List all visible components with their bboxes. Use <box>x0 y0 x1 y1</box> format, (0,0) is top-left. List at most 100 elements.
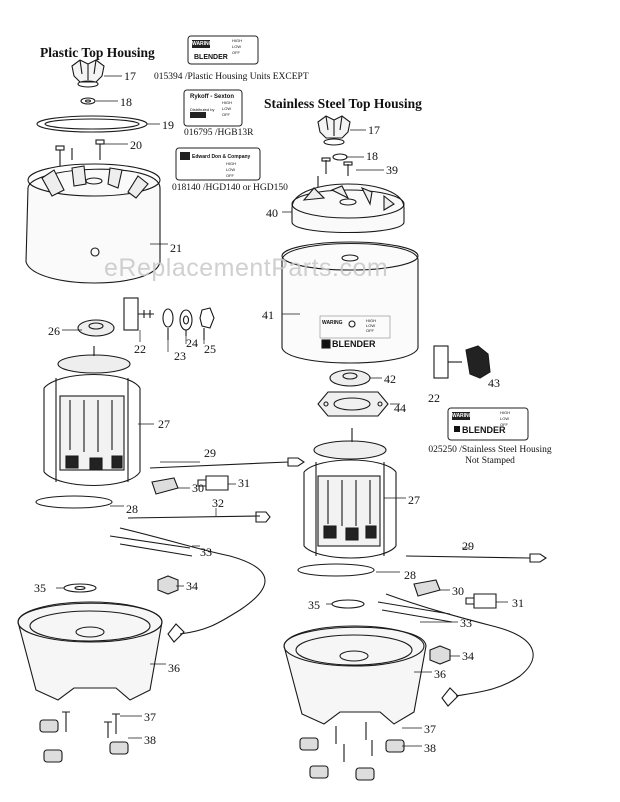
plate-025250-frame <box>447 407 529 441</box>
top-adapter-40 <box>291 183 405 234</box>
label-31-right: 31 <box>512 596 524 610</box>
label-37-right: 37 <box>424 722 436 736</box>
caption-016795: 016795 /HGB13R <box>184 128 254 138</box>
plate-025250-brand: WARING <box>452 413 473 419</box>
label-19: 19 <box>162 118 174 132</box>
label-28-left: 28 <box>126 502 138 516</box>
label-34-left: 34 <box>186 579 198 593</box>
bearing-42 <box>329 369 371 387</box>
base-plate-28-left <box>35 495 113 509</box>
wire-29-right <box>405 553 547 563</box>
label-44: 44 <box>394 401 406 415</box>
label-30-left: 30 <box>192 481 204 495</box>
label-43: 43 <box>488 376 500 390</box>
washer-35-left <box>63 583 97 593</box>
label-24: 24 <box>186 336 198 350</box>
label-26: 26 <box>48 324 60 338</box>
washer-35-right <box>331 599 365 609</box>
plastic-housing-21 <box>25 163 161 284</box>
drive-coupling-17-right <box>317 115 351 146</box>
label-23: 23 <box>174 349 186 363</box>
cord-33-left <box>109 527 266 635</box>
label-35-left: 35 <box>34 581 46 595</box>
base-36-right <box>283 625 427 725</box>
plate-018140-frame <box>175 147 261 181</box>
plug-right <box>441 687 459 707</box>
heading-stainless-top-housing: Stainless Steel Top Housing <box>264 96 422 111</box>
bulb-31-left <box>197 475 229 491</box>
plate-025250-model: BLENDER <box>462 425 506 435</box>
label-36-right: 36 <box>434 667 446 681</box>
label-29-right: 29 <box>462 539 474 553</box>
bearing-26-left <box>77 319 115 337</box>
bushing-34-right <box>429 645 451 665</box>
wire-nut-30-right <box>413 579 441 597</box>
washer-18-left <box>80 97 96 105</box>
label-28-right: 28 <box>404 568 416 582</box>
drive-coupling-17-left <box>71 59 105 88</box>
heading-plastic-top-housing: Plastic Top Housing <box>40 45 155 60</box>
feet-38-right <box>299 722 405 781</box>
label-20: 20 <box>130 138 142 152</box>
plate-016795-frame <box>183 89 243 127</box>
plate-018140-logo <box>180 152 190 160</box>
label-32: 32 <box>212 496 224 510</box>
label-39: 39 <box>386 163 398 177</box>
stainless-housing-41 <box>281 241 419 364</box>
label-22-left: 22 <box>134 342 146 356</box>
wire-32 <box>127 511 271 523</box>
mount-plate-44 <box>317 391 389 417</box>
label-18-right: 18 <box>366 149 378 163</box>
label-35-right: 35 <box>308 598 320 612</box>
screws-20 <box>55 139 105 166</box>
plate-018140-brand: Edward Don & Company <box>192 154 251 160</box>
label-17-right: 17 <box>368 123 380 137</box>
label-31-left: 31 <box>238 476 250 490</box>
label-29-left: 29 <box>204 446 216 460</box>
plate-025250-logo <box>452 412 470 420</box>
housing-41-brand: WARING <box>322 320 343 326</box>
bushing-34-left <box>157 575 179 595</box>
label-37-left: 37 <box>144 710 156 724</box>
plate-015394-model: BLENDER <box>194 54 228 61</box>
motor-27-right <box>303 428 397 559</box>
label-21: 21 <box>170 241 182 255</box>
feet-38-left <box>39 711 129 763</box>
gasket-19 <box>36 115 148 133</box>
plate-015394-frame <box>187 35 259 65</box>
washer-18-right <box>332 153 348 161</box>
caption-015394: 015394 /Plastic Housing Units EXCEPT <box>154 72 309 82</box>
switch-22-right <box>433 345 462 379</box>
label-42: 42 <box>384 372 396 386</box>
boot-43 <box>465 345 491 379</box>
label-33-right: 33 <box>460 616 472 630</box>
label-41: 41 <box>262 308 274 322</box>
nuts-23-25 <box>162 307 215 340</box>
label-38-right: 38 <box>424 741 436 755</box>
bulb-31-right <box>465 593 497 609</box>
label-38-left: 38 <box>144 733 156 747</box>
motor-27-left <box>43 346 141 486</box>
label-33-left: 33 <box>200 545 212 559</box>
plate-016795-logo <box>190 112 206 118</box>
caption-025250: 025250 /Stainless Steel Housing Not Stam… <box>428 445 552 466</box>
label-18-left: 18 <box>120 95 132 109</box>
caption-018140: 018140 /HGD140 or HGD150 <box>172 183 288 193</box>
label-27-right: 27 <box>408 493 420 507</box>
screws-39 <box>317 157 353 188</box>
label-17-left: 17 <box>124 69 136 83</box>
wire-29-left <box>149 457 305 469</box>
watermark: eReplacementParts.com <box>104 254 389 282</box>
plate-015394-logo <box>192 40 210 48</box>
plate-015394-brand: WARING <box>192 41 213 47</box>
wire-nut-30-left <box>151 477 179 495</box>
switch-22-left <box>123 297 154 331</box>
label-22-right: 22 <box>428 391 440 405</box>
label-25: 25 <box>204 342 216 356</box>
plug-left <box>167 623 185 643</box>
cord-33-right <box>377 593 534 697</box>
